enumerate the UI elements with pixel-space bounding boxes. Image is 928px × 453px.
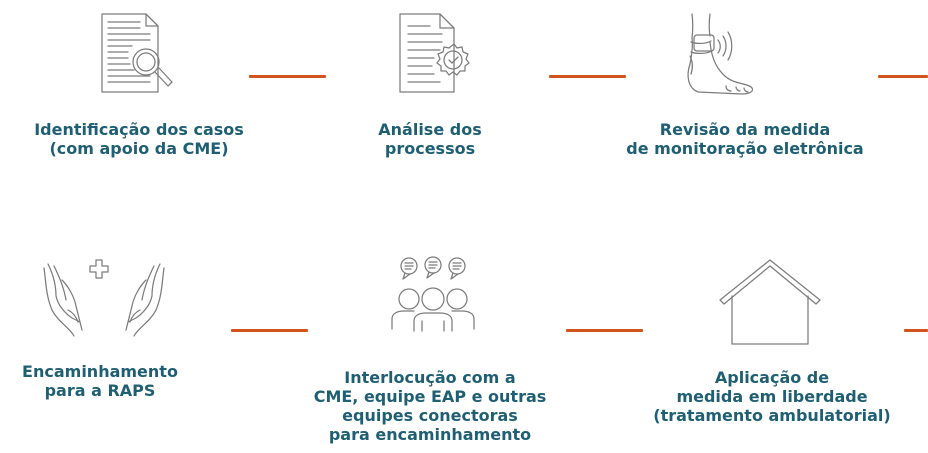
step-label-line: equipes conectoras [342, 406, 518, 425]
step-label-line: para encaminhamento [328, 425, 532, 444]
connector-line [566, 329, 643, 332]
step-label: Identificação dos casos (com apoio da CM… [0, 120, 278, 158]
step-label-line: CME, equipe EAP e outras [313, 387, 547, 406]
ankle-monitor-icon [680, 12, 780, 98]
step-label: Análise dos processos [330, 120, 530, 158]
step-label: Interlocução com a CME, equipe EAP e out… [298, 368, 562, 444]
connector-line [878, 75, 928, 78]
step-label-line: para a RAPS [44, 381, 156, 400]
step-label-line: Identificação dos casos [34, 120, 244, 139]
connector-line [904, 329, 928, 332]
connector-line [231, 329, 308, 332]
step-label-line: (com apoio da CME) [49, 139, 229, 158]
step-label-line: Aplicação de [714, 368, 830, 387]
document-magnifier-icon [96, 12, 182, 96]
group-conversation-icon [388, 255, 478, 335]
step-label-line: de monitoração eletrônica [626, 139, 864, 158]
step-label-line: Análise dos [378, 120, 482, 139]
caring-hands-icon [42, 256, 166, 338]
document-seal-icon [396, 12, 476, 96]
step-label: Revisão da medida de monitoração eletrôn… [615, 120, 875, 158]
step-label-line: medida em liberdade [676, 387, 868, 406]
step-label: Encaminhamento para a RAPS [0, 362, 200, 400]
step-label-line: Revisão da medida [659, 120, 831, 139]
step-label-line: Encaminhamento [22, 362, 178, 381]
house-icon [718, 258, 822, 346]
step-label: Aplicação de medida em liberdade (tratam… [636, 368, 908, 425]
connector-line [249, 75, 326, 78]
step-label-line: processos [384, 139, 476, 158]
step-label-line: (tratamento ambulatorial) [653, 406, 891, 425]
connector-line [549, 75, 626, 78]
step-label-line: Interlocução com a [344, 368, 516, 387]
